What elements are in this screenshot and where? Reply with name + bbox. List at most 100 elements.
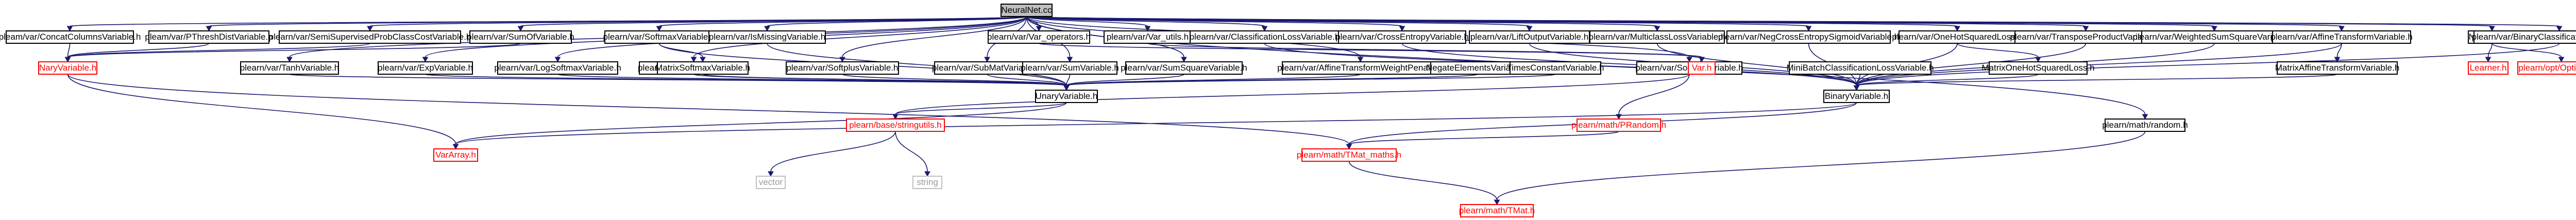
node-plearn-var-var-utils-h[interactable]: plearn/var/Var_utils.h — [1104, 30, 1192, 44]
node-unaryvariable-h[interactable]: UnaryVariable.h — [1035, 90, 1098, 103]
node-binaryvariable-h[interactable]: BinaryVariable.h — [1823, 90, 1890, 103]
node-learner-h[interactable]: Learner.h — [2468, 61, 2509, 75]
edge-arrowhead — [1805, 26, 1812, 32]
node-label: UnaryVariable.h — [1036, 91, 1098, 101]
node-label: plearn/var/BinaryClassificationLossVaria… — [2472, 32, 2576, 42]
node-plearn-var-expvariable-h[interactable]: plearn/var/ExpVariable.h — [378, 61, 473, 75]
edge-arrowhead — [2558, 57, 2565, 63]
node-string[interactable]: string — [912, 176, 942, 189]
node-box — [497, 61, 618, 75]
edge-MathRandom-to-TMat — [1496, 131, 2146, 200]
node-matrixaffinetransformvariable-h[interactable]: MatrixAffineTransformVariable.h — [2275, 61, 2400, 75]
edge-MatrixAffine-to-BinaryV — [1856, 74, 2338, 86]
edge-root-to-VarUtils — [1026, 16, 1148, 27]
node-box — [2468, 61, 2509, 75]
node-plearn-var-softplusvariable-h[interactable]: plearn/var/SoftplusVariable.h — [786, 61, 899, 75]
node-plearn-var-multiclasslossvariable-h[interactable]: plearn/var/MulticlassLossVariable.h — [1588, 30, 1726, 44]
node-naryvariable-h[interactable]: NaryVariable.h — [38, 61, 97, 75]
node-label: VarArray.h — [435, 150, 476, 160]
node-plearn-var-ismissingvariable-h[interactable]: plearn/var/IsMissingVariable.h — [708, 30, 826, 44]
node-plearn-math-tmat-h[interactable]: plearn/math/TMat.h — [1459, 204, 1535, 217]
edge-ConcatColumns-to-NaryV — [67, 43, 71, 58]
node-plearn-var-sumofvariable-h[interactable]: plearn/var/SumOfVariable.h — [467, 30, 574, 44]
node-matrixsoftmaxvariable-h[interactable]: MatrixSoftmaxVariable.h — [655, 61, 750, 75]
edge-arrowhead — [554, 57, 561, 63]
node-plearn-base-stringutils-h[interactable]: plearn/base/stringutils.h — [846, 119, 945, 132]
node-box — [240, 61, 339, 75]
node-box — [1022, 61, 1117, 75]
node-box — [1460, 204, 1534, 217]
edge-arrowhead — [764, 26, 770, 32]
node-box — [657, 61, 749, 75]
node-minibatchclassificationlossvariable-h[interactable]: MiniBatchClassificationLossVariable.h — [1787, 61, 1934, 75]
node-plearn-var-var-operators-h[interactable]: plearn/var/Var_operators.h — [987, 30, 1091, 44]
edge-arrowhead — [2082, 26, 2089, 32]
node-label: plearn/var/SoftplusVariable.h — [786, 63, 898, 73]
node-plearn-var-negcrossentropysigmoidvariable-h[interactable]: plearn/var/NegCrossEntropySigmoidVariabl… — [1718, 30, 1899, 44]
edge-arrowhead — [924, 171, 930, 177]
node-box — [1104, 30, 1192, 44]
node-pleam-var-concatcolumnsvariable-h[interactable]: pleam/var/ConcatColumnsVariable.h — [0, 30, 141, 44]
node-matrixonehotsquaredloss-h[interactable]: MatrixOneHotSquaredLoss.h — [1981, 61, 2095, 75]
node-plearn-var-semisupervisedprobclasscostvariable-h[interactable]: plearn/var/SemiSupervisedProbClassCostVa… — [269, 30, 471, 44]
node-label: plearn/var/SumSquareVariable.h — [1121, 63, 1247, 73]
node-box — [38, 61, 97, 75]
node-neuralnet-cc[interactable]: NeuralNet.cc — [1001, 4, 1053, 17]
node-var-h[interactable]: Var.h — [1688, 61, 1716, 75]
edge-arrowhead — [700, 57, 706, 63]
node-plearn-var-affinetransformvariable-h[interactable]: plearn/var/AffineTransformVariable.h — [2270, 30, 2413, 44]
node-timesconstantvariable-h[interactable]: TimesConstantVariable.h — [1507, 61, 1604, 75]
node-label: plearn/var/WeightedSumSquareVariable.h — [2133, 32, 2296, 42]
edge-BinaryV-to-VarArray — [455, 102, 1857, 145]
node-plearn-var-affinetransformweightpenalty-h[interactable]: plearn/var/AffineTransformWeightPenalty.… — [1277, 61, 1444, 75]
node-plearn-var-logsoftmaxvariable-h[interactable]: plearn/var/LogSoftmaxVariable.h — [494, 61, 621, 75]
node-label: plearn/var/AffineTransformWeightPenalty.… — [1277, 63, 1444, 73]
edge-arrowhead — [1526, 26, 1533, 32]
node-plearn-var-sumvariable-h[interactable]: plearn/var/SumVariable.h — [1021, 61, 1119, 75]
node-label: plearn/var/SoftmaxVariable.h — [603, 32, 716, 42]
node-box — [1430, 61, 1526, 75]
node-label: pleam/var/PThreshDistVariable.h — [145, 32, 273, 42]
node-plearn-var-liftoutputvariable-h[interactable]: plearn/var/LiftOutputVariable.h — [1469, 30, 1590, 44]
node-label: MatrixAffineTransformVariable.h — [2275, 63, 2400, 73]
node-plearn-var-sumsquarevariable-h[interactable]: plearn/var/SumSquareVariable.h — [1121, 61, 1247, 75]
edge-arrowhead — [367, 26, 373, 32]
node-vector[interactable]: vector — [756, 176, 786, 189]
edge-arrowhead — [2211, 26, 2217, 32]
node-pleam-var-pthreshdistvariable-h[interactable]: pleam/var/PThreshDistVariable.h — [145, 30, 273, 44]
node-box — [1823, 90, 1890, 103]
node-box — [708, 30, 826, 44]
node-label: Learner.h — [2470, 63, 2507, 73]
node-negateelementsvariable-h[interactable]: NegateElementsVariable.h — [1426, 61, 1530, 75]
edge-root-to-Sigmoid — [693, 16, 1027, 58]
edge-arrowhead — [768, 171, 774, 177]
node-plearn-math-prandom-h[interactable]: plearn/math/PRandom.h — [1571, 119, 1666, 132]
node-box — [988, 30, 1090, 44]
node-plearn-var-tanhvariable-h[interactable]: plearn/var/TanhVariable.h — [240, 61, 339, 75]
node-plearn-math-random-h[interactable]: plearn/math/random.h — [2102, 119, 2188, 132]
node-box — [1789, 61, 1931, 75]
node-box — [786, 61, 899, 75]
edge-root-to-ClassifLoss — [1026, 16, 1265, 27]
edge-Multiclass-to-BinaryV — [1656, 43, 1857, 86]
node-plearn-var-softmaxvariable-h[interactable]: plearn/var/SoftmaxVariable.h — [603, 30, 716, 44]
edge-arrowhead — [2556, 26, 2563, 32]
node-label: plearn/base/stringutils.h — [849, 120, 942, 130]
node-plearn-opt-optimizer-h[interactable]: plearn/opt/Optimizer.h — [2517, 61, 2576, 75]
node-plearn-var-weightedsumsquarevariable-h[interactable]: plearn/var/WeightedSumSquareVariable.h — [2133, 30, 2296, 44]
node-vararray-h[interactable]: VarArray.h — [433, 148, 478, 162]
node-label: NaryVariable.h — [39, 63, 96, 73]
node-label: vector — [759, 177, 783, 187]
node-plearn-var-classificationlossvariable-h[interactable]: plearn/var/ClassificationLossVariable.h — [1190, 30, 1340, 44]
edge-NaryV-to-TMatMaths — [67, 74, 1350, 145]
node-plearn-math-tmat-maths-h[interactable]: plearn/math/TMat_maths.h — [1297, 148, 1401, 162]
edge-AffineTrans-to-BinaryV — [1856, 43, 2342, 86]
node-plearn-var-onehotsquaredloss-h[interactable]: plearn/var/OneHotSquaredLoss.h — [1892, 30, 2023, 44]
node-plearn-var-crossentropyvariable-h[interactable]: plearn/var/CrossEntropyVariable.h — [1335, 30, 1469, 44]
node-label: plearn/var/TransposeProductVariable.h — [2010, 32, 2162, 42]
edge-ThreshDist-to-NaryV — [67, 43, 210, 58]
edge-PStringUtil-to-String — [895, 131, 928, 172]
node-label: Var.h — [1692, 63, 1711, 73]
node-plearn-var-binaryclassificationlossvariable-h[interactable]: plearn/var/BinaryClassificationLossVaria… — [2472, 30, 2576, 44]
